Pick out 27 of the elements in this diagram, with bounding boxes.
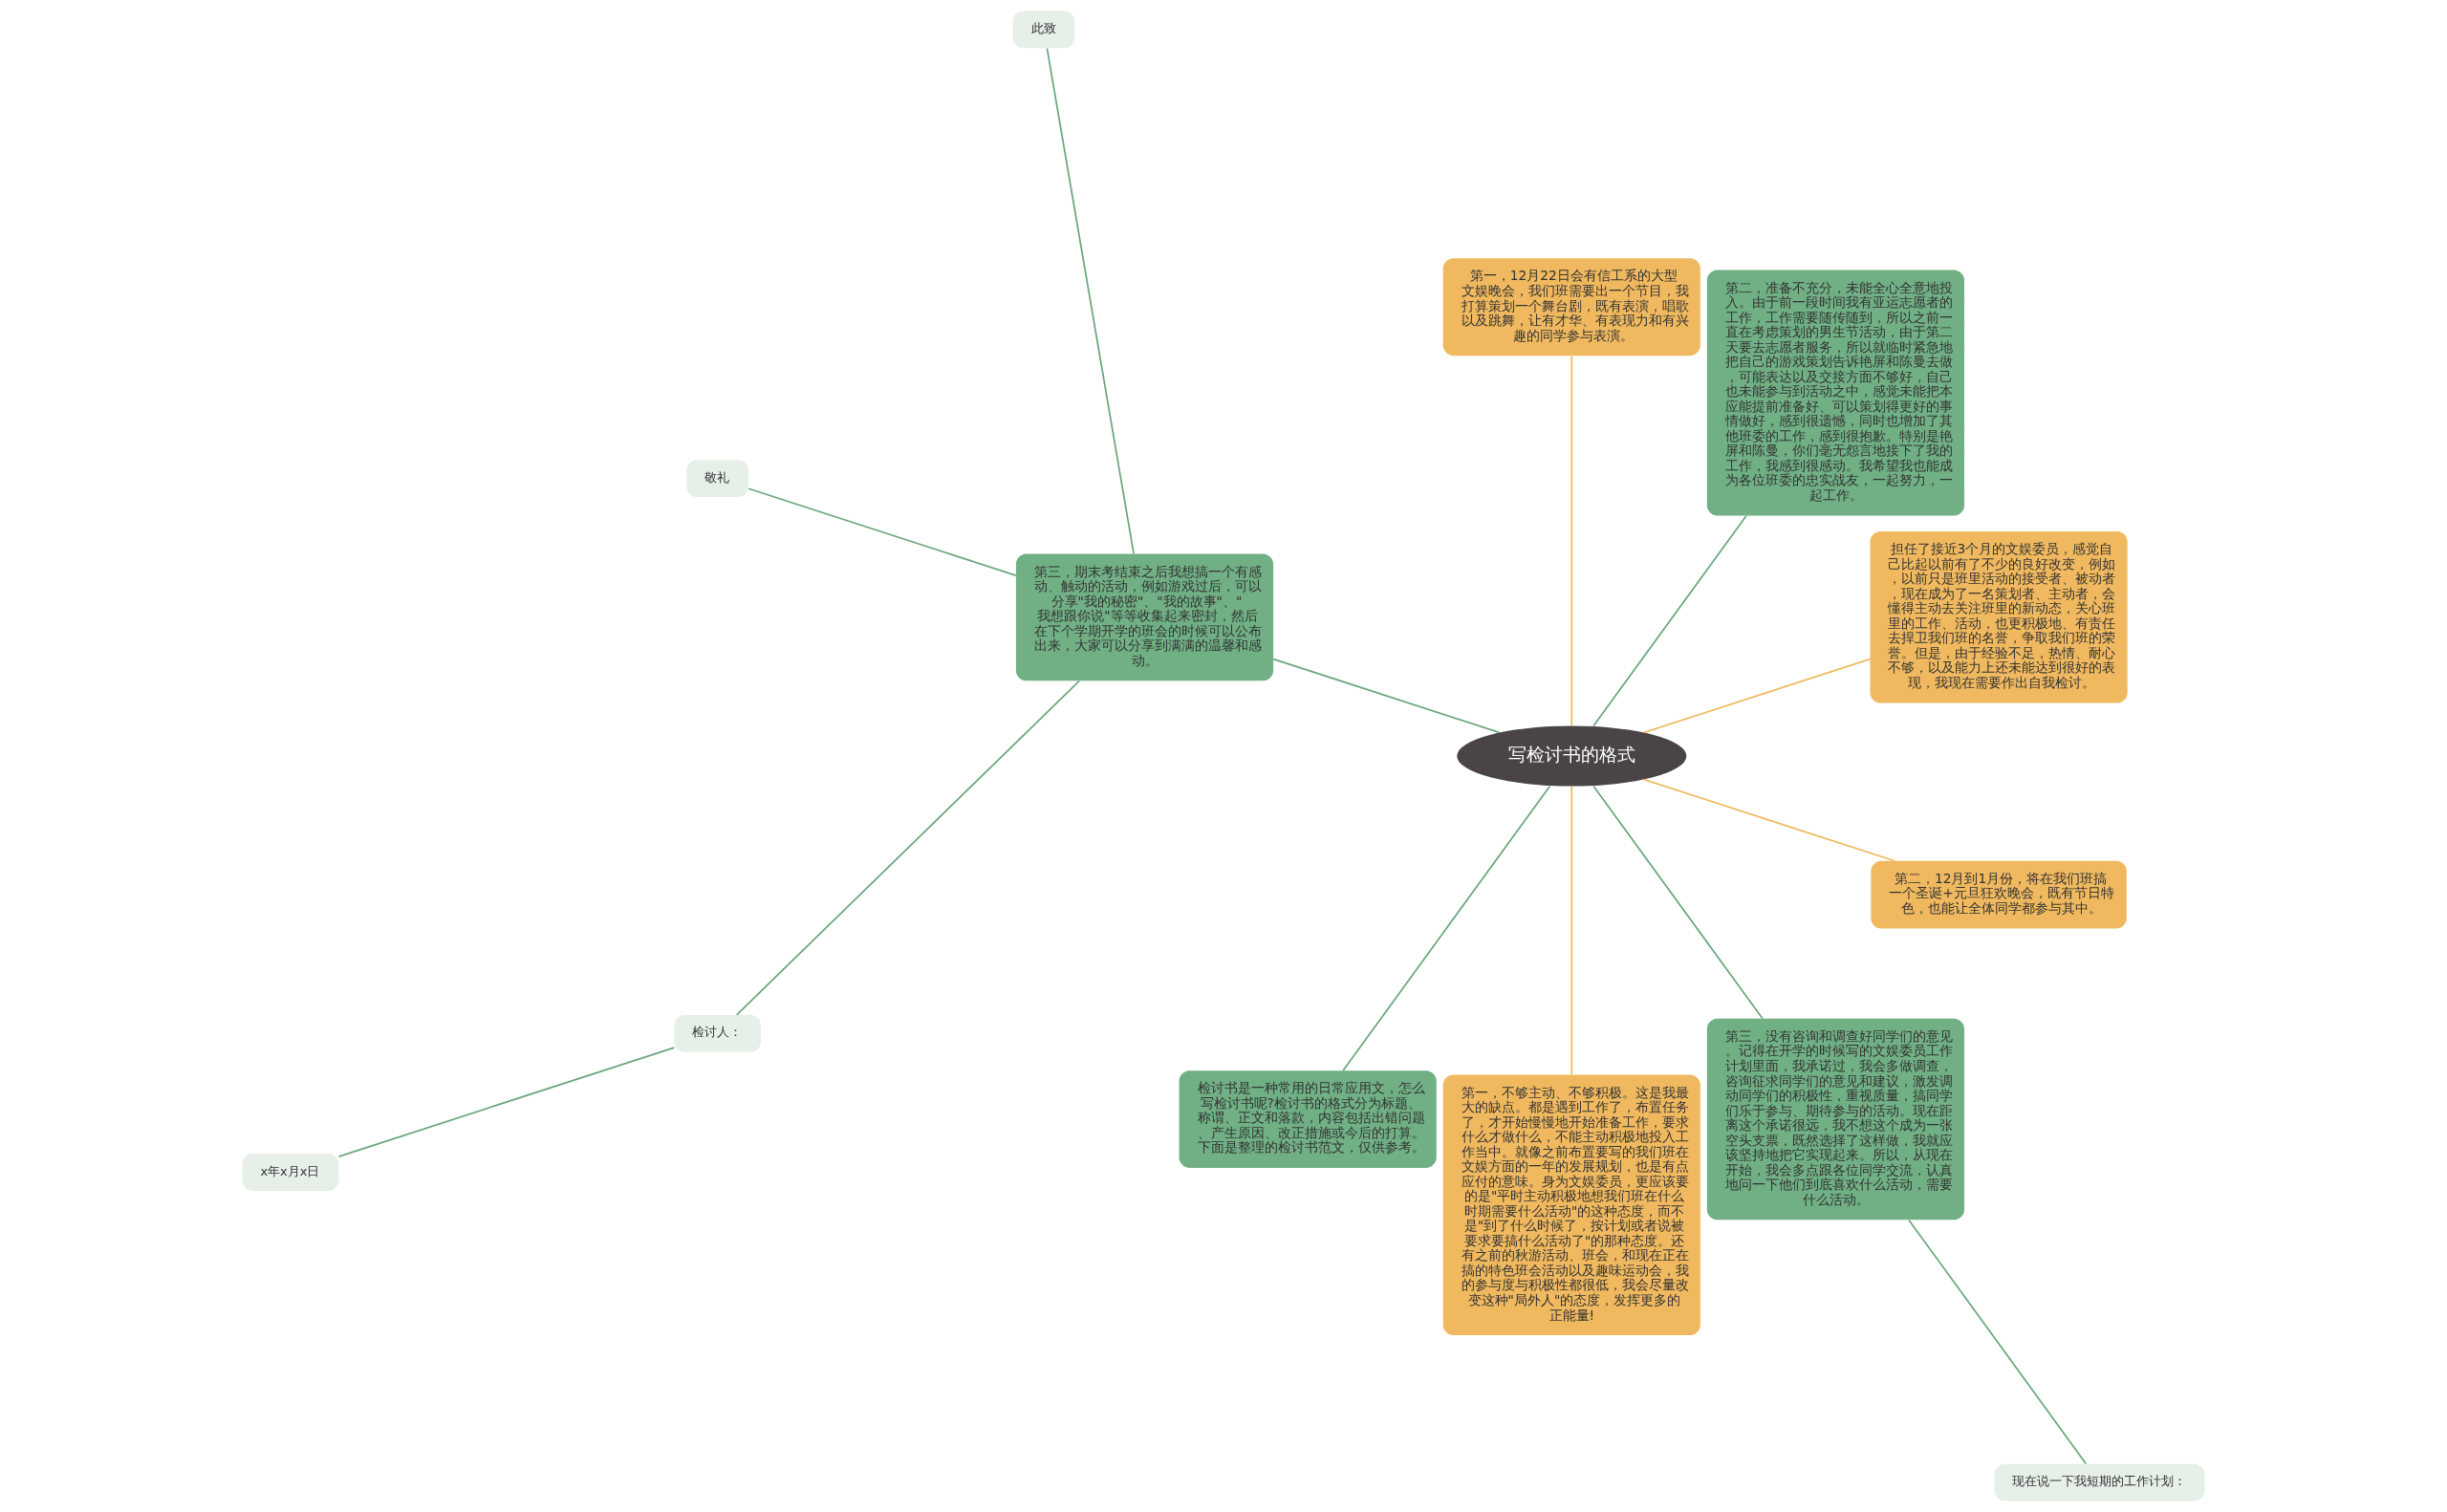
- node-box: x年x月x日: [242, 1154, 339, 1191]
- node-box: 现在说一下我短期的工作计划：: [1994, 1463, 2205, 1501]
- node-box: 敬礼: [686, 460, 749, 498]
- connector: [1643, 778, 1896, 862]
- connector: [1908, 1219, 2088, 1465]
- connector: [735, 680, 1081, 1016]
- node-box: 第三，没有咨询和调查好同学们的意见。记得在开学的时候写的文娱委员工作计划里面，我承诺过，我会多做调查，咨询征求同学们的意见和建议，激发调动同学们的积极性，重视质量，搞同学们乐于参与、期待参与的活动。现在距离这个承诺很远，我不想这个成为一张空头支票，既然选择了这样做，我就应该坚持地把它实现起来。所以，从现在开始，我会多点跟各位同学交流，认真地问一下他们到底喜欢什么活动，需要什么活动。: [1706, 1018, 1964, 1220]
- node-box: 担任了接近3个月的文娱委员，感觉自己比起以前有了不少的良好改变，例如，以前只是班里活动的接受者、被动者，现在成为了一名策划者、主动者，会懂得主动去关注班里的新动态，关心班里的工作、活动，也更积极地、有责任去捍卫我们班的名誉，争取我们班的荣誉。但是，由于经验不足，热情、耐心不够，以及能力上还未能达到很好的表现，我现在需要作出自我检讨。: [1870, 531, 2128, 703]
- connector: [1272, 658, 1501, 734]
- connector: [1342, 785, 1551, 1071]
- node-box: 第一，12月22日会有信工系的大型文娱晚会，我们班需要出一个节目，我打算策划一个舞台剧，既有表演，唱歌以及跳舞，让有才华、有表现力和有兴趣的同学参与表演。: [1442, 258, 1700, 356]
- node-box: 第二，12月到1月份，将在我们班搞一个圣诞+元旦狂欢晚会，既有节日特色，也能让全体同学都参与其中。: [1871, 860, 2127, 929]
- connector: [1643, 658, 1872, 734]
- node-box: 第一，不够主动、不够积极。这是我最大的缺点。都是遇到工作了，布置任务了，才开始慢慢地开始准备工作，要求什么才做什么，不能主动积极地投入工作当中。就像之前布置要写的我们班在文娱方面的一年的发展规划，也是有点应付的意味。身为文娱委员，更应该要的是"平时主动积极地想我们班在什么时期需要什么活动"的这种态度，而不是"到了什么时候了，按计划或者说被要求要搞什么活动了"的那种态度。还有之前的秋游活动、班会，和现在正在搞的特色班会活动以及趣味运动会，我的参与度与积极性都很低，我会尽量改变这种"局外人"的态度，发挥更多的正能量!: [1442, 1074, 1700, 1336]
- connector: [337, 1047, 676, 1157]
- node-box: 第二，准备不充分，未能全心全意地投入。由于前一段时间我有亚运志愿者的工作，工作需要随传随到，所以之前一直在考虑策划的男生节活动，由于第二天要去志愿者服务，所以就临时紧急地把自己的游戏策划告诉艳屏和陈曼去做，可能表达以及交接方面不够好，自己也未能参与到活动之中，感觉未能把本应能提前准备好、可以策划得更好的事情做好，感到很遗憾，同时也增加了其他班委的工作，感到很抱歉。特别是艳屏和陈曼，你们毫无怨言地接下了我的工作，我感到很感动。我希望我也能成为各位班委的忠实战友，一起努力，一起工作。: [1706, 270, 1964, 516]
- node-box: 检讨人：: [674, 1014, 761, 1052]
- connector: [1046, 47, 1135, 554]
- connector: [747, 487, 1017, 576]
- connector: [1592, 514, 1747, 727]
- node-box: 第三，期末考结束之后我想搞一个有感动、触动的活动，例如游戏过后，可以分享"我的秘密"、"我的故事"、"我想跟你说"等等收集起来密封，然后在下个学期开学的班会的时候可以公布出来，大家可以分享到满满的温馨和感动。: [1015, 553, 1274, 681]
- connector: [1592, 785, 1764, 1020]
- connector: [1570, 786, 1573, 1076]
- node-box: 此致: [1012, 11, 1075, 49]
- connector: [1570, 355, 1573, 726]
- node-box: 检讨书是一种常用的日常应用文，怎么写检讨书呢?检讨书的格式分为标题、称谓、正文和落款，内容包括出错问题、产生原因、改正措施或今后的打算。下面是整理的检讨书范文，仅供参考。: [1179, 1070, 1437, 1168]
- node-ellipse: 写检讨书的格式: [1457, 725, 1687, 787]
